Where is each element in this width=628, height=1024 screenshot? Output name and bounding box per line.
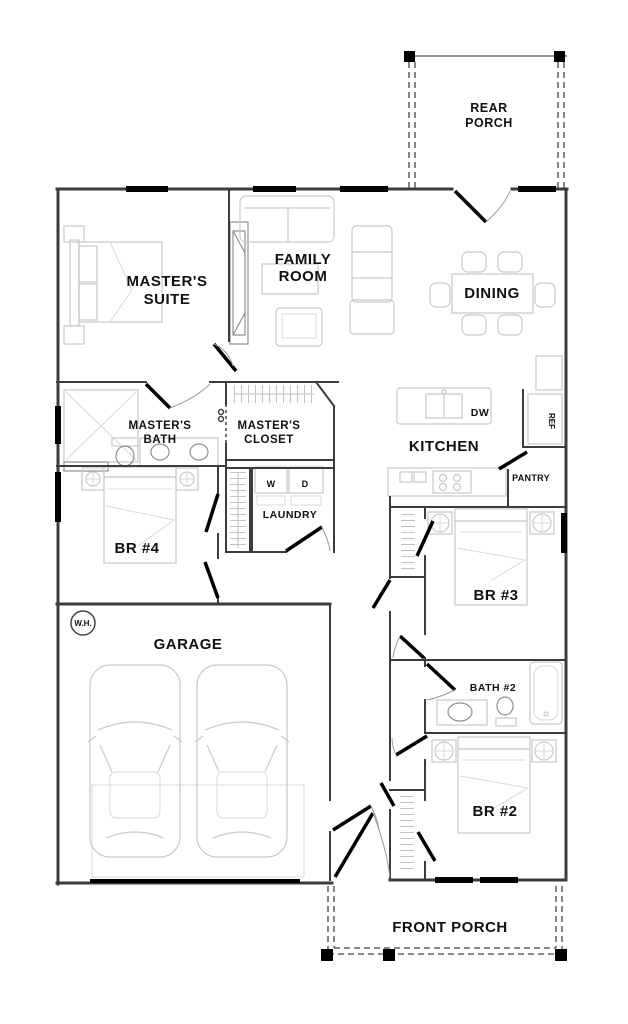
room-label-bedroom2: BR #2 (472, 803, 517, 820)
furniture-laundry (254, 466, 324, 506)
window (55, 472, 61, 522)
room-label-dining: DINING (464, 285, 520, 302)
water-heater (70, 610, 96, 636)
label-dryer: D (302, 479, 309, 489)
furniture-bedroom4 (81, 466, 199, 564)
window (435, 877, 473, 883)
room-label-bedroom3: BR #3 (473, 587, 518, 604)
room-label-bedroom4: BR #4 (114, 540, 159, 557)
room-label-kitchen: KITCHEN (409, 438, 479, 455)
window (480, 877, 518, 883)
room-label-front-porch: FRONT PORCH (392, 919, 508, 936)
room-label-garage: GARAGE (154, 636, 223, 653)
room-label-rear-porch-1: REAR (470, 101, 507, 115)
window (253, 186, 296, 192)
porch-post (555, 949, 567, 961)
doors (144, 189, 528, 878)
room-label-family-room-1: FAMILY (275, 251, 332, 268)
room-label-master-bath-2: BATH (143, 434, 176, 446)
room-label-family-room-2: ROOM (279, 268, 328, 285)
furniture-garage (87, 664, 305, 878)
porch-post (321, 949, 333, 961)
interior-walls (55, 188, 567, 881)
car-2 (194, 664, 290, 858)
furniture-bedroom3 (401, 508, 555, 606)
furniture-bedroom2 (400, 736, 557, 872)
window (561, 513, 567, 553)
room-label-master-closet-2: CLOSET (244, 434, 294, 446)
room-label-bath2: BATH #2 (470, 682, 516, 694)
label-dishwasher: DW (471, 407, 490, 419)
label-refrigerator: REF (547, 413, 556, 429)
window (55, 406, 61, 444)
windows (55, 186, 567, 883)
window (518, 186, 556, 192)
label-water-heater: W.H. (74, 619, 91, 628)
room-label-master-bath-1: MASTER'S (129, 420, 192, 432)
room-labels: REAR PORCH MASTER'S SUITE FAMILY ROOM DI… (74, 101, 556, 936)
porch-post (554, 51, 565, 62)
window (126, 186, 168, 192)
label-pantry: PANTRY (512, 473, 550, 483)
room-label-laundry: LAUNDRY (263, 509, 317, 521)
car-1 (87, 664, 183, 858)
furniture-kitchen (387, 387, 563, 497)
porch-post (404, 51, 415, 62)
garage-door (90, 879, 300, 883)
room-label-master-suite-2: SUITE (144, 291, 191, 308)
rear-porch (404, 51, 567, 188)
furniture-bath2 (436, 661, 563, 727)
furniture-dining (429, 251, 563, 391)
furniture-family-room (239, 195, 395, 347)
porch-post (383, 949, 395, 961)
window (340, 186, 388, 192)
room-label-rear-porch-2: PORCH (465, 116, 513, 130)
room-label-master-suite-1: MASTER'S (127, 273, 208, 290)
label-washer: W (267, 479, 276, 489)
furniture-media-niche (229, 221, 249, 345)
room-label-master-closet-1: MASTER'S (238, 420, 301, 432)
furniture-master-suite (63, 225, 163, 345)
front-porch (321, 886, 567, 961)
